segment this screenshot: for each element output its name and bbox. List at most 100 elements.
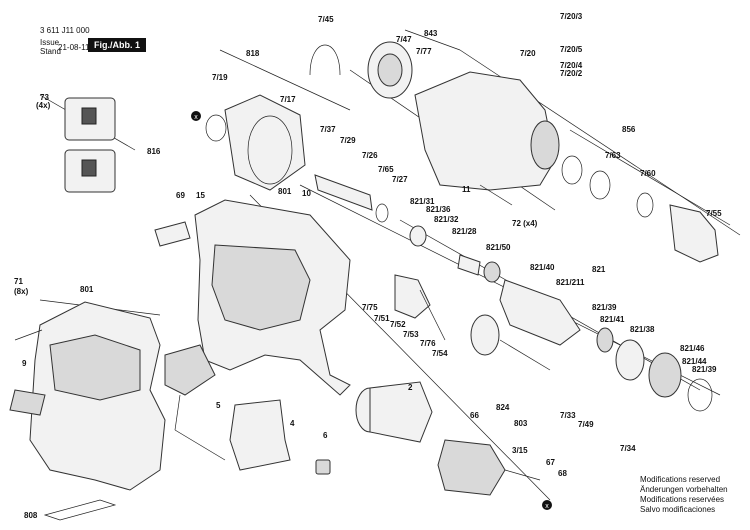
battery-contact-4	[229, 399, 291, 471]
part-callout: 15	[196, 191, 205, 200]
note-line: Modifications reserved	[640, 475, 721, 484]
lever-7-51	[394, 274, 446, 341]
part-callout: 821/41	[600, 315, 625, 324]
issue-label: Issue	[40, 38, 60, 47]
part-callout: 71	[14, 277, 23, 286]
part-callout: 66	[470, 411, 479, 420]
part-callout: 73	[40, 93, 49, 102]
part-callout: 7/60	[640, 169, 656, 178]
part-callout: 821/46	[680, 344, 705, 353]
part-callout: 10	[302, 189, 311, 198]
doc-number: 3 611 J11 000	[40, 26, 90, 35]
part-callout: 7/17	[280, 95, 296, 104]
housing-shell-801-left	[29, 301, 166, 491]
x-marker-icon: x	[542, 500, 552, 510]
part-callout: (8x)	[14, 287, 29, 296]
modification-notes: Modifications reserved Änderungen vorbeh…	[640, 475, 728, 515]
part-callout: 821/32	[434, 215, 459, 224]
svg-text:x: x	[194, 114, 198, 121]
armature-803	[437, 439, 541, 496]
part-callout: 2	[408, 383, 413, 392]
screw-72	[479, 184, 513, 206]
part-callout: 7/20/5	[560, 45, 583, 54]
part-callout: 821/31	[410, 197, 435, 206]
part-callout: 4	[290, 419, 295, 428]
part-callout: 7/20	[520, 49, 536, 58]
part-callout: 7/47	[396, 35, 412, 44]
motor-stator-2	[355, 381, 433, 443]
part-callout: 69	[176, 191, 185, 200]
part-callout: 803	[514, 419, 528, 428]
part-callout: 7/51	[374, 314, 390, 323]
part-callout: 5	[216, 401, 221, 410]
tool-holder-856	[561, 155, 719, 263]
part-callout: 7/54	[432, 349, 448, 358]
plate-69	[154, 221, 191, 247]
small-part-6	[315, 459, 331, 475]
part-callout: (4x)	[36, 101, 51, 110]
part-callout: 821/28	[452, 227, 477, 236]
part-callout: 824	[496, 403, 510, 412]
part-callout: 7/77	[416, 47, 432, 56]
part-callout: 843	[424, 29, 438, 38]
issue-date: 21-08-11	[58, 43, 90, 52]
note-line: Änderungen vorbehalten	[640, 485, 728, 494]
part-callout: 808	[24, 511, 38, 520]
part-callout: 7/20/2	[560, 69, 583, 78]
svg-text:x: x	[545, 503, 549, 510]
screw-71	[14, 329, 43, 341]
intermediate-shaft-821	[499, 279, 713, 412]
part-callout: 821/211	[556, 278, 585, 287]
part-callout: 7/27	[392, 175, 408, 184]
part-callout: 7/52	[390, 320, 406, 329]
part-callout: 7/20/3	[560, 12, 583, 21]
flange-818	[205, 94, 306, 191]
part-callout: 7/55	[706, 209, 722, 218]
carrying-strap-808	[43, 499, 117, 521]
brush-holder-816	[64, 97, 116, 193]
part-callout: 821/50	[486, 243, 511, 252]
part-callout: 801	[80, 285, 94, 294]
part-callout: 816	[147, 147, 161, 156]
note-line: Modifications reservées	[640, 495, 725, 504]
callout-labels: 7/458437/20/37/20/57/207/20/47/20/28187/…	[14, 12, 722, 520]
part-callout: 68	[558, 469, 567, 478]
part-callout: 9	[22, 359, 27, 368]
part-callout: 7/75	[362, 303, 378, 312]
part-callout: 7/53	[403, 330, 419, 339]
part-callout: 72 (x4)	[512, 219, 538, 228]
part-callout: 821/44	[682, 357, 707, 366]
part-callout: 7/49	[578, 420, 594, 429]
x-marker-icon: x	[191, 111, 201, 121]
part-callout: 3/15	[512, 446, 528, 455]
part-callout: 67	[546, 458, 555, 467]
stand-label: Stand	[40, 47, 61, 56]
part-callout: 801	[278, 187, 292, 196]
housing-shell-801	[194, 199, 351, 396]
gear-824	[470, 314, 551, 371]
part-callout: 7/76	[420, 339, 436, 348]
gear-housing-843	[367, 41, 560, 191]
part-callout: 821	[592, 265, 606, 274]
part-callout: 7/65	[378, 165, 394, 174]
part-callout: 6	[323, 431, 328, 440]
note-line: Salvo modificaciones	[640, 505, 716, 514]
part-callout: 7/29	[340, 136, 356, 145]
part-callout: 7/33	[560, 411, 576, 420]
piston-assembly	[314, 174, 501, 283]
part-callout: 856	[622, 125, 636, 134]
part-callout: 7/37	[320, 125, 336, 134]
part-callout: 7/63	[605, 151, 621, 160]
part-callout: 7/34	[620, 444, 636, 453]
part-callout: 821/39	[692, 365, 717, 374]
figure-label: Fig./Abb. 1	[88, 38, 146, 52]
part-callout: 821/40	[530, 263, 555, 272]
part-callout: 821/38	[630, 325, 655, 334]
part-callout: 818	[246, 49, 260, 58]
switch-5	[164, 344, 226, 461]
part-callout: 7/20/4	[560, 61, 583, 70]
part-callout: 11	[462, 185, 471, 194]
part-callout: 7/26	[362, 151, 378, 160]
